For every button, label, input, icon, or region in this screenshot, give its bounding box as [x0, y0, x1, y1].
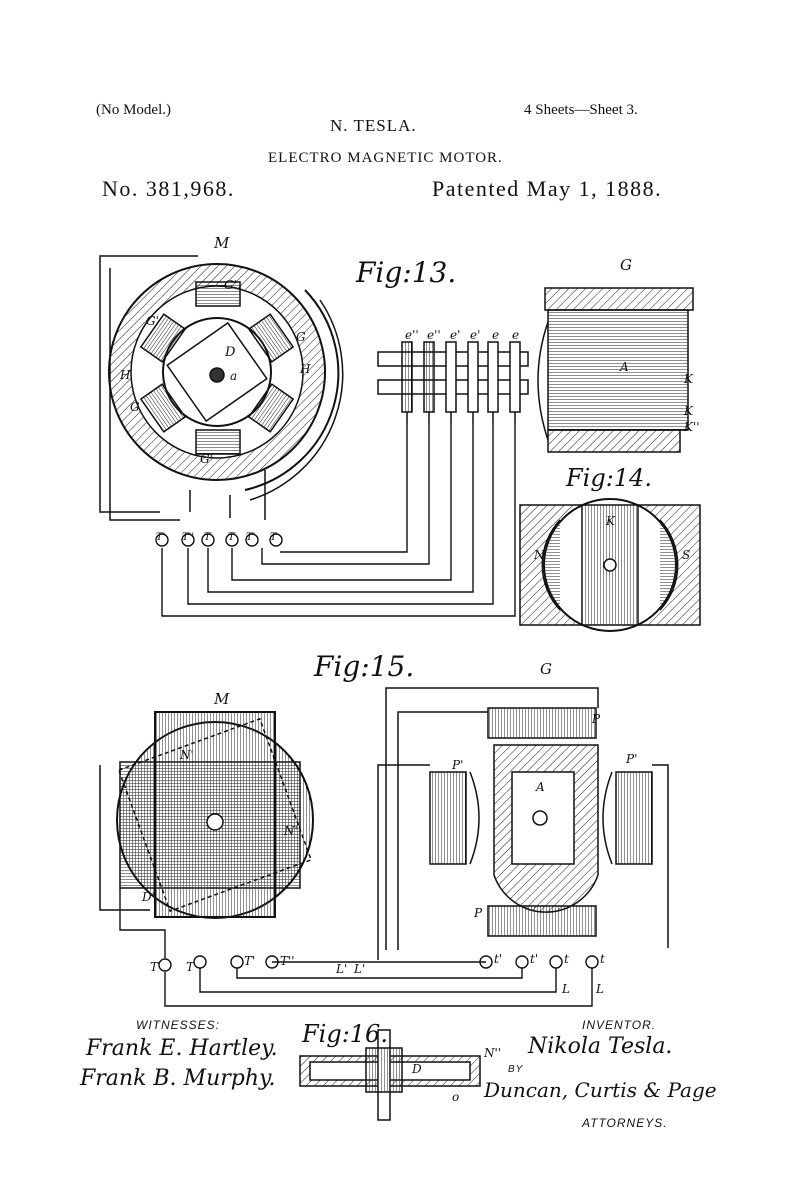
label-T-4: T: [228, 532, 235, 543]
label-t-1: t: [564, 952, 569, 966]
label-G: G: [620, 256, 632, 274]
fig14-section: [519, 498, 701, 632]
fig13-commutator: [377, 341, 529, 425]
label-T-prime-fig15: T': [244, 954, 256, 968]
label-T-3: T: [204, 532, 211, 543]
label-D-fig16: D: [412, 1062, 422, 1076]
attorneys-caption: ATTORNEYS.: [582, 1116, 668, 1130]
no-model-note: (No Model.): [96, 102, 171, 118]
sheet-count: 4 Sheets—Sheet 3.: [524, 102, 638, 118]
label-K-second: K: [684, 404, 693, 418]
label-L-prime-a: L': [336, 962, 348, 976]
fig15-generator: [377, 687, 669, 960]
inventor-signature: Nikola Tesla.: [528, 1034, 673, 1059]
witness-signature-2: Frank B. Murphy.: [80, 1066, 276, 1091]
label-T-6: T: [270, 532, 277, 543]
label-T-fig15-1: T: [150, 960, 159, 974]
label-L-2: L: [596, 982, 604, 996]
witness-signature-1: Frank E. Hartley.: [86, 1036, 278, 1061]
label-T-2: T'': [182, 532, 195, 543]
label-G-prime-left: G': [146, 314, 159, 328]
label-t-prime-1: t': [494, 952, 503, 966]
label-T-double-prime-fig15: T'': [280, 954, 295, 968]
fig13-motor: [99, 255, 344, 521]
label-o-fig16: o: [452, 1090, 460, 1104]
label-G-fig15: G: [540, 660, 552, 678]
label-N-fig14: N: [534, 548, 545, 562]
label-G-lower-left: G: [130, 400, 140, 414]
fig13-generator: [537, 287, 694, 453]
label-P-prime-left: P': [452, 758, 464, 772]
by-caption: BY: [508, 1064, 524, 1075]
label-H-left: H: [120, 368, 131, 382]
label-L-1: L: [562, 982, 570, 996]
inventor-caption: INVENTOR.: [582, 1018, 657, 1032]
label-S-fig14: S: [682, 548, 691, 562]
fig13-wiring: [155, 425, 516, 617]
fig16-section: [299, 1029, 481, 1121]
label-H-right: H: [300, 362, 311, 376]
fig15-wiring: [119, 888, 599, 1007]
label-t-2: t: [600, 952, 605, 966]
label-G-prime: G': [224, 278, 237, 292]
label-T-fig15-2: T: [186, 960, 195, 974]
label-K-fig14: K: [606, 514, 615, 528]
label-e-b: e: [512, 328, 520, 342]
fig13-title: Fig:13.: [356, 256, 457, 289]
label-K-double-prime: K'': [684, 420, 700, 434]
label-P-top: P: [592, 712, 601, 726]
label-e2-b: e'': [427, 328, 441, 342]
label-D: D: [225, 345, 236, 360]
witnesses-caption: WITNESSES:: [136, 1018, 221, 1032]
label-N-double-prime-fig16: N'': [484, 1046, 502, 1060]
label-L-prime-b: L': [354, 962, 366, 976]
label-N-prime: N': [180, 748, 194, 762]
label-K: K: [684, 372, 693, 386]
patent-title: ELECTRO MAGNETIC MOTOR.: [268, 150, 503, 166]
inventor-name: N. TESLA.: [330, 116, 417, 135]
label-e1-a: e': [450, 328, 461, 342]
patent-number: No. 381,968.: [102, 176, 235, 201]
label-M: M: [214, 234, 230, 252]
label-P-prime-right: P': [626, 752, 638, 766]
label-T-1: T': [156, 532, 166, 543]
label-A-fig13: A: [620, 360, 629, 374]
label-M-fig15: M: [214, 690, 230, 708]
label-t-prime-2: t': [530, 952, 539, 966]
label-G-right: G: [296, 330, 306, 344]
label-A-fig15: A: [536, 780, 545, 794]
fig14-title: Fig:14.: [566, 464, 652, 492]
label-a: a: [230, 369, 238, 383]
label-e1-b: e': [470, 328, 481, 342]
fig15-title: Fig:15.: [314, 650, 415, 683]
attorneys-signature: Duncan, Curtis & Page: [484, 1078, 717, 1102]
label-T-5: T': [246, 532, 256, 543]
patent-date: Patented May 1, 1888.: [432, 176, 663, 201]
label-N-double-prime: N'': [284, 824, 302, 838]
label-D-prime: D': [142, 890, 155, 904]
fig15-motor: [99, 711, 314, 919]
label-e-a: e: [492, 328, 500, 342]
label-G-bottom: G': [200, 452, 213, 466]
label-P-bottom: P: [474, 906, 483, 920]
fig16-title: Fig:16.: [302, 1020, 388, 1048]
label-e2-a: e'': [405, 328, 419, 342]
